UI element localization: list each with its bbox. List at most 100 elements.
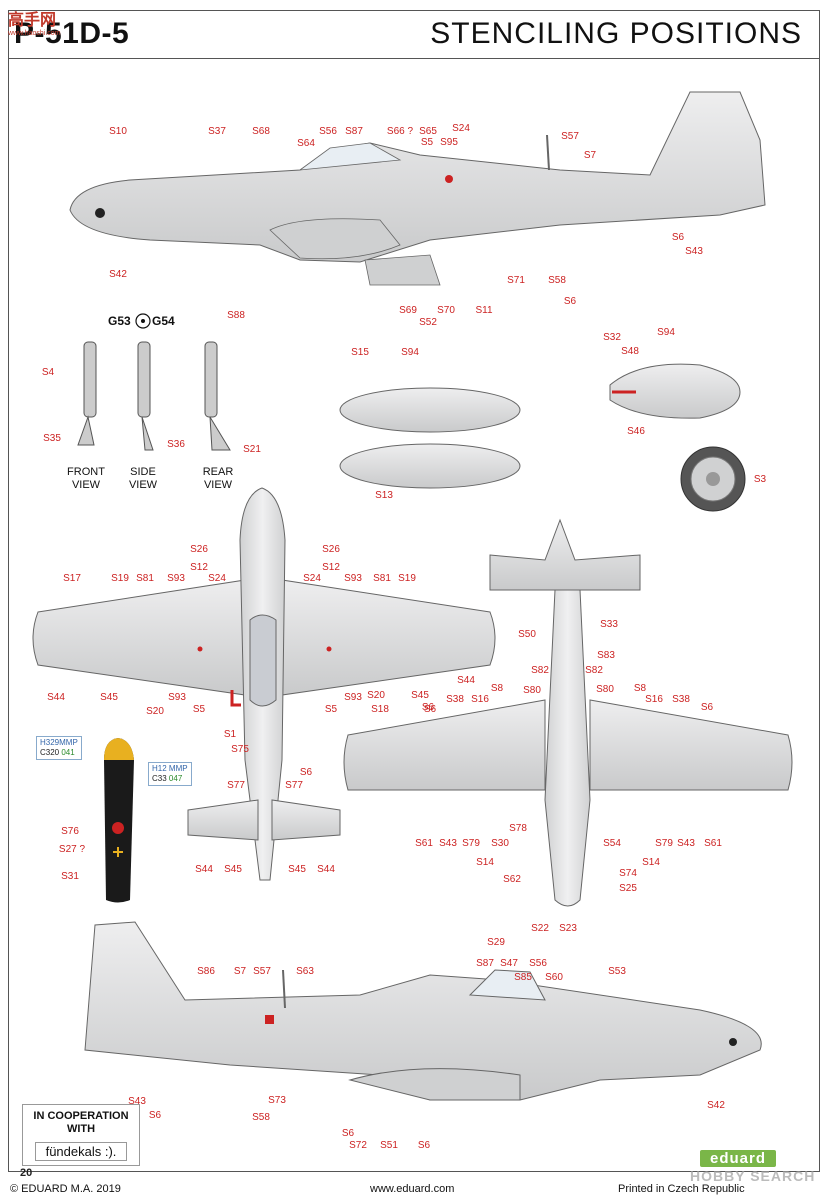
coop-line2: WITH	[66, 1123, 96, 1135]
stencil-label: S69	[399, 305, 417, 316]
stencil-label: S6	[424, 704, 437, 715]
stencil-label: S93	[168, 692, 186, 703]
stencil-label: S6	[418, 1140, 431, 1151]
stencil-label: S81	[373, 573, 391, 584]
stencil-label: S20	[367, 690, 385, 701]
stencil-label: S77	[285, 780, 303, 791]
stencil-label: S61	[704, 838, 722, 849]
stencil-label: S43	[128, 1096, 146, 1107]
stencil-label: S12	[322, 562, 340, 573]
stencil-label: S5	[193, 704, 206, 715]
stencil-label: S6	[564, 296, 577, 307]
stencil-label: S87	[345, 126, 363, 137]
stencil-label: S50	[518, 629, 536, 640]
stencil-label: S26	[190, 544, 208, 555]
stencil-label: S44	[317, 864, 335, 875]
stencil-label: S57	[561, 131, 579, 142]
stencil-label: S14	[476, 857, 494, 868]
stencil-label: S43	[677, 838, 695, 849]
stencil-label: S45	[224, 864, 242, 875]
website-link[interactable]: www.eduard.com	[370, 1183, 455, 1195]
stencil-label: S95	[440, 137, 458, 148]
page-frame	[8, 10, 820, 1172]
stencil-label: S18	[371, 704, 389, 715]
stencil-label: S82	[585, 665, 603, 676]
stencil-label: S51	[380, 1140, 398, 1151]
stencil-label: S10	[109, 126, 127, 137]
stencil-label: S53	[608, 966, 626, 977]
stencil-label: S14	[642, 857, 660, 868]
page-number: 20	[20, 1167, 33, 1179]
stencil-label: S42	[109, 269, 127, 280]
stencil-label: S61	[415, 838, 433, 849]
stencil-label: S43	[685, 246, 703, 257]
stencil-label: S6	[422, 702, 435, 713]
stencil-label: S93	[344, 692, 362, 703]
paint-callout-2: H12 MMP C33 047	[148, 762, 192, 786]
stencil-label: S79	[462, 838, 480, 849]
stencil-label: S7	[234, 966, 247, 977]
stencil-label: S80	[523, 685, 541, 696]
stencil-label: S44	[195, 864, 213, 875]
main-wheel	[680, 446, 746, 512]
stencil-label: S6	[300, 767, 313, 778]
stencil-label: S79	[655, 838, 673, 849]
stencil-label: S87	[476, 958, 494, 969]
bottom-planform-view	[343, 518, 793, 907]
stencil-label: S19	[398, 573, 416, 584]
stencil-label: S94	[657, 327, 675, 338]
stencil-label: S5	[325, 704, 338, 715]
drop-tanks	[339, 363, 741, 489]
stencil-label: S22	[531, 923, 549, 934]
stencil-label: S24	[303, 573, 321, 584]
right-profile-view	[84, 921, 762, 1101]
stencil-label: S24	[208, 573, 226, 584]
header-rule	[8, 58, 820, 59]
stencil-label: S5	[421, 137, 434, 148]
stencil-label: S88	[227, 310, 245, 321]
stencil-label: S57	[253, 966, 271, 977]
landing-gear-views	[77, 341, 231, 451]
stencil-label: S66 ?	[387, 126, 414, 137]
stencil-label: S31	[61, 871, 79, 882]
stencil-label: S4	[42, 367, 55, 378]
stencil-label: S70	[437, 305, 455, 316]
stencil-label: S56	[319, 126, 337, 137]
stencil-label: S23	[559, 923, 577, 934]
stencil-label: S60	[545, 972, 563, 983]
stencil-label: S45	[411, 690, 429, 701]
stencil-label: S65	[419, 126, 437, 137]
stencil-label: S93	[344, 573, 362, 584]
stencil-label: S19	[111, 573, 129, 584]
stencil-label: S44	[457, 675, 475, 686]
stencil-label: S45	[288, 864, 306, 875]
page-title: STENCILING POSITIONS	[430, 17, 802, 50]
stencil-label: S75	[231, 744, 249, 755]
stencil-label: S85	[514, 972, 532, 983]
stencil-label: S26	[322, 544, 340, 555]
stencil-label: S6	[701, 702, 714, 713]
printed-in: Printed in Czech Republic	[618, 1183, 745, 1195]
stencil-label: S6	[342, 1128, 355, 1139]
stencil-label: S17	[63, 573, 81, 584]
stencil-label: S72	[349, 1140, 367, 1151]
stencil-label: S45	[100, 692, 118, 703]
propeller-blade	[104, 738, 134, 903]
stencil-label: S33	[600, 619, 618, 630]
stencil-label: S58	[252, 1112, 270, 1123]
stencil-label: S15	[351, 347, 369, 358]
stencil-label: S29	[487, 937, 505, 948]
stencil-label: S46	[627, 426, 645, 437]
stencil-label: S63	[296, 966, 314, 977]
stencil-label: S94	[401, 347, 419, 358]
stencil-label: S1	[224, 729, 237, 740]
stencil-label: S7	[584, 150, 597, 161]
stencil-label: S8	[491, 683, 504, 694]
top-planform-view	[32, 487, 496, 881]
stencil-label: S77	[227, 780, 245, 791]
stencil-label: S76	[61, 826, 79, 837]
cooperation-box: IN COOPERATION WITH fündekals :).	[22, 1104, 140, 1166]
